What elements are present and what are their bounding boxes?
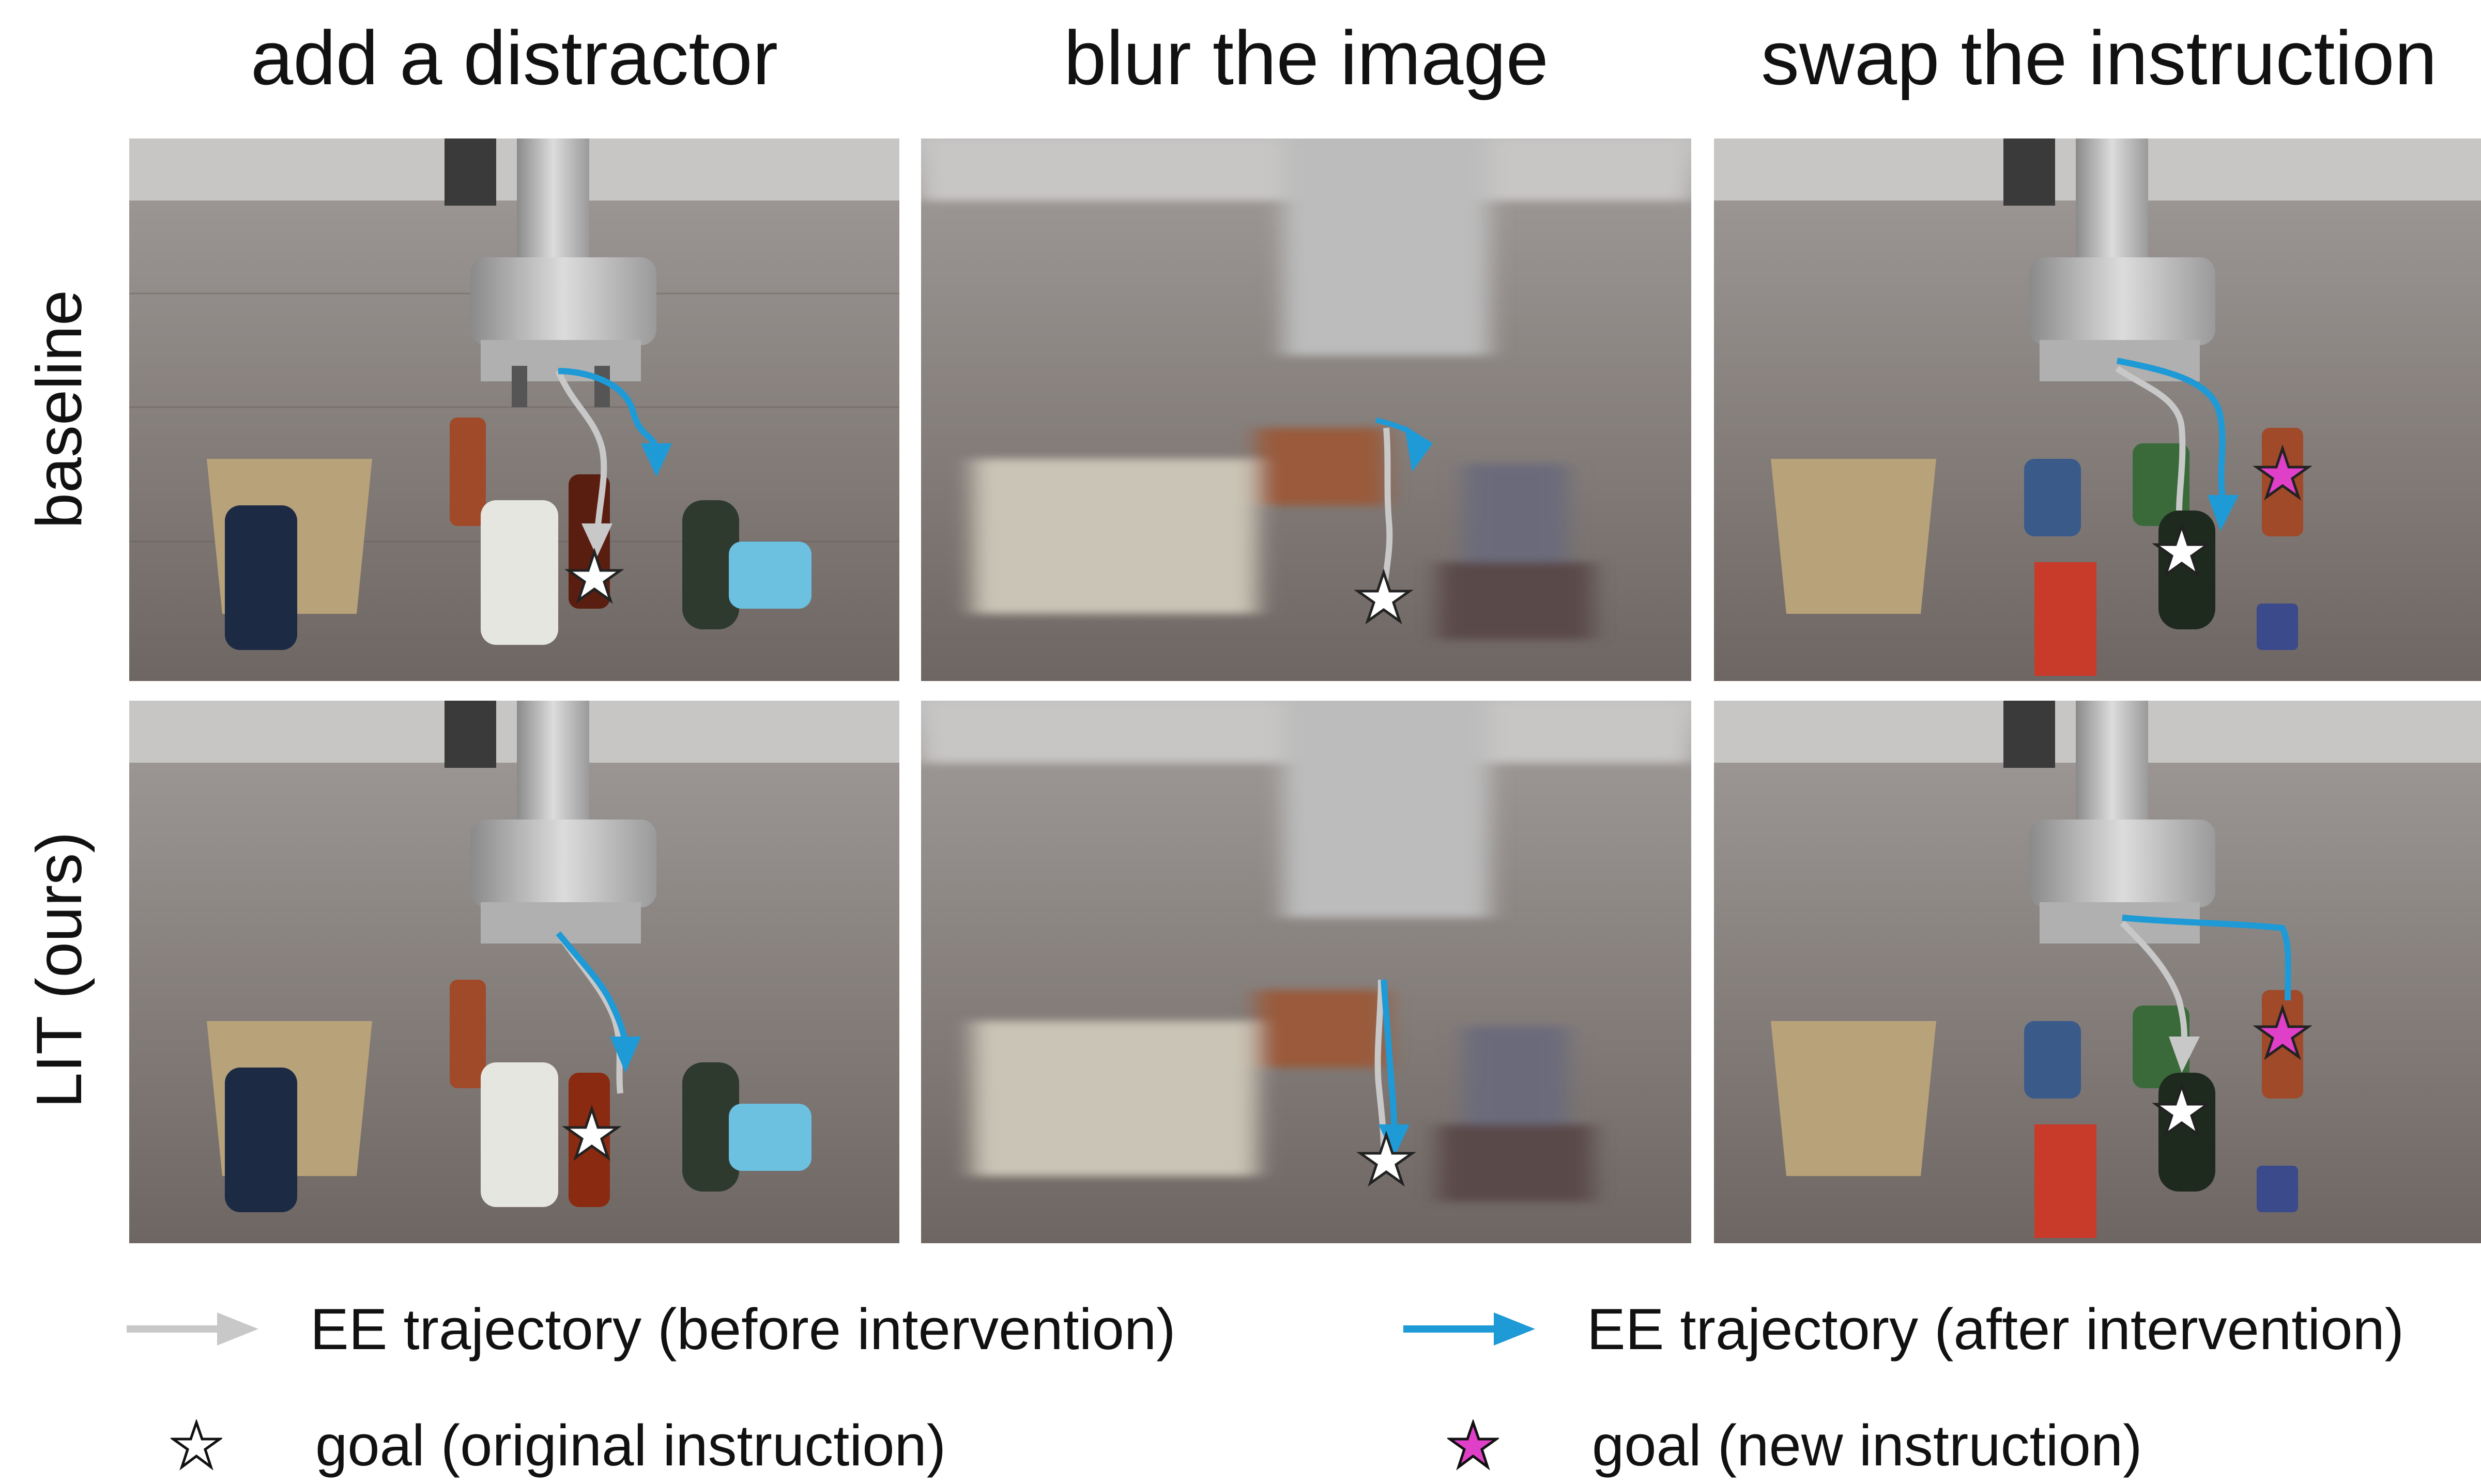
- row-label-baseline: baseline: [24, 290, 95, 529]
- star-filled-icon: [1447, 1419, 1499, 1471]
- panel-baseline-blur: [921, 138, 1691, 681]
- goal-star-new: [2253, 444, 2312, 501]
- legend-after-label: EE trajectory (after intervention): [1587, 1296, 2405, 1362]
- goal-star: [2152, 1081, 2212, 1138]
- panel-baseline-swap: [1714, 138, 2481, 681]
- legend-before-label: EE trajectory (before intervention): [310, 1296, 1176, 1362]
- panel-lit-blur: [921, 701, 1691, 1243]
- goal-star: [2152, 522, 2212, 578]
- column-title-swap-instruction: swap the instruction: [1760, 16, 2437, 101]
- trajectory-after: [558, 368, 660, 450]
- panel-lit-distractor: [129, 701, 899, 1243]
- trajectory-after: [556, 931, 629, 1043]
- column-title-add-distractor: add a distractor: [250, 16, 778, 101]
- panel-baseline-distractor: [129, 138, 899, 681]
- goal-star: [564, 548, 624, 604]
- goal-star: [562, 1105, 622, 1161]
- trajectory-after: [2122, 915, 2291, 1001]
- legend-after: EE trajectory (after intervention): [1403, 1290, 2404, 1368]
- row-label-lit-ours: LIT (ours): [24, 831, 95, 1108]
- legend-before: EE trajectory (before intervention): [127, 1290, 1176, 1368]
- trajectory-after: [1381, 979, 1397, 1130]
- trajectory-after: [2116, 358, 2226, 501]
- goal-star: [1356, 1131, 1416, 1187]
- goal-star-new: [2253, 1004, 2312, 1060]
- column-title-blur-image: blur the image: [1064, 16, 1549, 101]
- panel-lit-swap: [1714, 701, 2481, 1243]
- trajectory-before: [2120, 920, 2187, 1042]
- legend-goal-original: goal (original instruction): [171, 1406, 946, 1484]
- arrow-right-icon: [127, 1312, 258, 1346]
- star-outline-icon: [171, 1419, 222, 1471]
- arrow-right-icon: [1403, 1312, 1535, 1346]
- trajectory-before: [1381, 427, 1393, 594]
- trajectory-before: [2115, 366, 2186, 511]
- goal-star: [1354, 568, 1414, 625]
- trajectory-before: [555, 369, 607, 537]
- legend-goal-new-label: goal (new instruction): [1592, 1413, 2142, 1478]
- legend-goal-original-label: goal (original instruction): [315, 1413, 946, 1478]
- legend-goal-new: goal (new instruction): [1447, 1406, 2142, 1484]
